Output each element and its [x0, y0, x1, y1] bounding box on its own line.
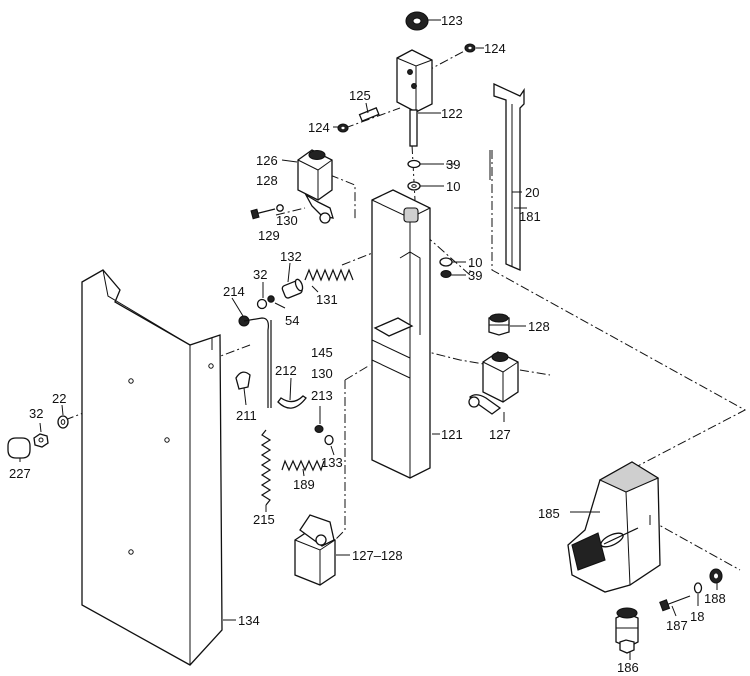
label-227: 227 [9, 466, 31, 481]
label-128-right: 128 [528, 319, 550, 334]
leader-lines [19, 19, 718, 660]
label-127-128: 127–128 [352, 548, 403, 563]
part-212-clamp [277, 395, 307, 409]
part-121-guide-post [371, 189, 431, 479]
label-145: 145 [311, 345, 333, 360]
part-132-bushing [281, 278, 304, 299]
label-122: 122 [441, 106, 463, 121]
part-186-plug [615, 607, 639, 654]
label-131: 131 [316, 292, 338, 307]
part-127-right-guide-block [468, 313, 519, 415]
part-131-spring [304, 268, 354, 282]
label-124-top: 124 [484, 41, 506, 56]
label-123: 123 [441, 13, 463, 28]
label-211: 211 [236, 408, 257, 423]
label-134: 134 [238, 613, 260, 628]
label-125: 125 [349, 88, 371, 103]
label-20: 20 [525, 185, 539, 200]
label-10-upper: 10 [446, 179, 460, 194]
label-215: 215 [253, 512, 275, 527]
label-214: 214 [223, 284, 245, 299]
part-123-knob [405, 11, 429, 31]
part-127-128-lower-guide-block [294, 514, 336, 586]
label-181: 181 [519, 209, 541, 224]
part-214-lever [238, 315, 272, 408]
label-213: 213 [311, 388, 333, 403]
label-dashes [446, 163, 527, 209]
label-121: 121 [441, 427, 463, 442]
label-129: 129 [258, 228, 280, 243]
label-127-right: 127 [489, 427, 511, 442]
label-128-upper: 128 [256, 173, 278, 188]
label-39-lower: 39 [468, 268, 482, 283]
label-189: 189 [293, 477, 315, 492]
label-22: 22 [52, 391, 66, 406]
part-20-blade-guard [489, 82, 525, 271]
label-124-left: 124 [308, 120, 330, 135]
label-187: 187 [666, 618, 688, 633]
label-185: 185 [538, 506, 560, 521]
label-18: 18 [690, 609, 704, 624]
label-132: 132 [280, 249, 302, 264]
label-212: 212 [275, 363, 297, 378]
part-122-bracket [396, 49, 433, 147]
part-189-spring [281, 459, 325, 472]
label-130-upper: 130 [276, 213, 298, 228]
label-130-mid: 130 [311, 366, 333, 381]
label-186: 186 [617, 660, 639, 675]
part-185-lower-housing [567, 461, 661, 593]
label-126: 126 [256, 153, 278, 168]
label-32-left: 32 [29, 406, 43, 421]
label-32-upper: 32 [253, 267, 267, 282]
part-211-clip [235, 371, 251, 390]
label-188: 188 [704, 591, 726, 606]
part-126-upper-guide-block [250, 149, 334, 224]
label-54: 54 [285, 313, 299, 328]
label-10-lower: 10 [468, 255, 482, 270]
small-hardware [256, 43, 476, 446]
label-133: 133 [321, 455, 343, 470]
part-134-cover-panel [81, 269, 223, 666]
parts-187-18-188 [659, 568, 723, 612]
part-215-spring [260, 429, 272, 506]
parts-227-32-22-nuts [7, 415, 69, 459]
callout-labels: 123 124 125 122 124 126 128 39 10 20 181… [9, 13, 726, 675]
